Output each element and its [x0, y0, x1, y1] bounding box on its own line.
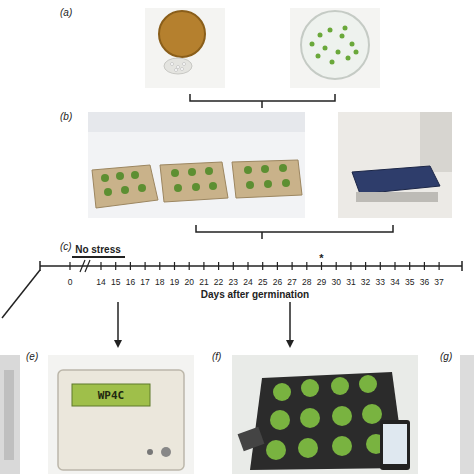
- tick: [189, 262, 190, 270]
- day-number: 0: [68, 278, 73, 287]
- tick: [115, 262, 116, 270]
- tick: [277, 262, 278, 270]
- panel-letter: (b): [60, 112, 72, 122]
- photo-wp4c: [48, 355, 194, 474]
- device-display: WP4C: [98, 390, 125, 401]
- tick: [424, 262, 425, 270]
- day-number: 22: [214, 278, 223, 287]
- day-number: 31: [346, 278, 355, 287]
- photo-balance: [338, 112, 452, 218]
- tick: [336, 262, 337, 270]
- tick: [130, 262, 131, 270]
- panel-letter: (c): [60, 242, 72, 252]
- panel-letter: (a): [60, 8, 72, 18]
- day-number: 37: [434, 278, 443, 287]
- period-label: No stress: [75, 245, 121, 255]
- photo-growth-chamber: [88, 112, 305, 218]
- tick: [100, 262, 101, 270]
- day-number: 21: [199, 278, 208, 287]
- day-number: 28: [302, 278, 311, 287]
- tick: [145, 262, 146, 270]
- day-number: 36: [420, 278, 429, 287]
- tick: [439, 262, 440, 270]
- panel-letter: (g): [440, 352, 452, 362]
- tick: [306, 262, 307, 270]
- tick: [262, 262, 263, 270]
- day-number: 18: [155, 278, 164, 287]
- day-number: 25: [258, 278, 267, 287]
- tick: [350, 262, 351, 270]
- tick: [159, 262, 160, 270]
- day-number: 26: [273, 278, 282, 287]
- day-number: 33: [376, 278, 385, 287]
- day-number: 14: [96, 278, 105, 287]
- day-number: 35: [405, 278, 414, 287]
- tick: [203, 262, 204, 270]
- day-number: 34: [390, 278, 399, 287]
- photo-plants: [232, 355, 418, 474]
- day-number: 17: [140, 278, 149, 287]
- photo-seedlings: [290, 8, 380, 88]
- tick: [365, 262, 366, 270]
- petri-dish: [301, 11, 369, 79]
- marker-asterisk: *: [319, 253, 323, 264]
- day-number: 15: [111, 278, 120, 287]
- tick: [218, 262, 219, 270]
- photo-partial: [460, 355, 474, 474]
- day-number: 30: [331, 278, 340, 287]
- panel-letter: (e): [26, 352, 38, 362]
- day-number: 24: [243, 278, 252, 287]
- day-number: 29: [317, 278, 326, 287]
- petri-dish: [159, 11, 205, 57]
- day-number: 23: [229, 278, 238, 287]
- tick: [394, 262, 395, 270]
- tick: [233, 262, 234, 270]
- tick: [247, 262, 248, 270]
- day-number: 16: [126, 278, 135, 287]
- photo-partial: [0, 355, 20, 474]
- axis-title: Days after germination: [201, 290, 309, 300]
- seed-pile: [164, 58, 192, 74]
- day-number: 27: [287, 278, 296, 287]
- tick: [292, 262, 293, 270]
- day-number: 32: [361, 278, 370, 287]
- tick: [380, 262, 381, 270]
- tick: [69, 262, 70, 270]
- panel-letter: (f): [212, 352, 221, 362]
- photo-seeds: [145, 8, 225, 88]
- day-number: 20: [184, 278, 193, 287]
- tick: [409, 262, 410, 270]
- day-number: 19: [170, 278, 179, 287]
- tick: [174, 262, 175, 270]
